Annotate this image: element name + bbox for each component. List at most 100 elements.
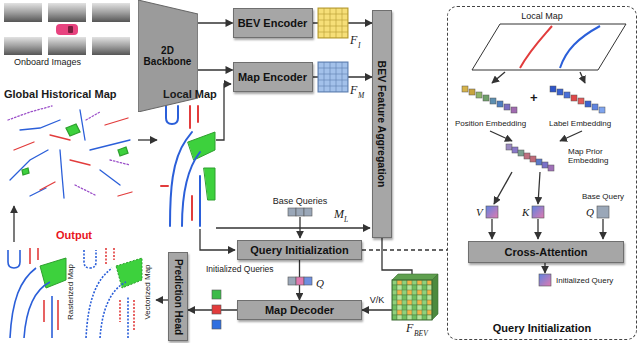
ego-car — [68, 26, 73, 33]
plus-sign: + — [530, 91, 538, 106]
embedding-square — [592, 104, 598, 110]
embedding-square — [524, 153, 530, 159]
feature-grid — [392, 274, 438, 280]
camera-image — [48, 3, 86, 22]
encoder-box: BEV Encoder — [233, 8, 313, 38]
connector — [188, 23, 447, 310]
local-map-drawing — [170, 132, 200, 226]
output-heading: Output — [56, 229, 92, 242]
flow-arrow — [544, 263, 545, 273]
node-text: Map Decoder — [265, 304, 334, 317]
flow-arrow — [13, 206, 14, 242]
embedding-square — [469, 89, 475, 95]
local-map-drawing — [161, 106, 198, 220]
panel-local-map — [472, 24, 626, 70]
query-square — [288, 277, 296, 285]
ego-car — [56, 24, 78, 35]
global-map-drawing — [14, 118, 132, 196]
embedding-square — [512, 147, 518, 153]
node-text: Map Encoder — [238, 71, 307, 84]
query-square — [296, 208, 304, 216]
caption-label: Vectorized Map — [143, 264, 152, 319]
feature-symbol: Q — [586, 206, 594, 219]
query-square — [212, 290, 221, 299]
embedding-square — [564, 92, 570, 98]
caption-label: Base Queries — [273, 196, 328, 206]
camera-image — [92, 3, 130, 22]
embedding-square — [506, 144, 512, 150]
flow-arrow — [216, 84, 231, 140]
camera-image — [4, 37, 42, 55]
embedding-square — [483, 95, 489, 101]
feature-grid — [318, 62, 348, 92]
query-square — [304, 208, 312, 216]
panel-local-map — [472, 24, 626, 70]
camera-image — [48, 37, 86, 55]
global-map-drawing — [22, 124, 128, 175]
flow-arrow — [537, 219, 538, 239]
embedding-square — [548, 165, 554, 171]
caption-label: Base Query — [582, 192, 624, 201]
encoder-box: Map Encoder — [233, 62, 313, 92]
section-heading: Local Map — [163, 88, 217, 101]
camera-image — [4, 3, 42, 22]
embedding-square — [571, 95, 577, 101]
section-heading: Global Historical Map — [4, 88, 116, 101]
flow-arrow — [299, 217, 300, 238]
caption-label: Rasterized Map — [66, 264, 75, 320]
global-map-drawing — [8, 106, 132, 198]
decoder-box: Map Decoder — [237, 300, 362, 320]
feature-symbol: K — [522, 206, 529, 219]
embedding-square — [536, 159, 542, 165]
attention-input-square — [597, 206, 609, 218]
embedding-square — [490, 98, 496, 104]
feature-symbol: F — [350, 84, 357, 98]
panel-local-map — [560, 26, 600, 68]
subscript: M — [358, 92, 364, 101]
edge-label: V/K — [368, 295, 387, 305]
embedding-square — [585, 101, 591, 107]
output-map-drawing — [8, 248, 66, 338]
flow-arrow — [156, 299, 168, 300]
attention-input-square — [539, 274, 551, 286]
embedding-square — [599, 107, 605, 113]
connector — [198, 22, 233, 23]
node-text: BEV Feature Aggregation — [376, 61, 388, 188]
caption-label: Local Map — [521, 11, 563, 21]
feature-symbol: F — [406, 322, 413, 336]
node-text: Query Initialization — [448, 322, 636, 335]
query-init-box: Query Initialization — [237, 240, 362, 260]
query-square — [212, 320, 221, 329]
prediction-head-box: Prediction Head — [168, 252, 188, 341]
embedding-square — [462, 86, 468, 92]
embedding-square — [557, 89, 563, 95]
caption-label: Initialized Queries — [206, 265, 274, 275]
camera-image — [4, 3, 130, 55]
subscript: L — [344, 216, 348, 225]
embedding-square — [550, 86, 556, 92]
camera-image — [92, 37, 130, 55]
query-square — [288, 208, 296, 216]
flow-arrow — [200, 229, 235, 250]
embedding-square — [476, 92, 482, 98]
flow-arrow — [14, 72, 603, 300]
embedding-square — [511, 107, 517, 113]
feature-symbol: V — [476, 206, 483, 219]
connector — [198, 69, 233, 70]
flow-arrow — [492, 72, 505, 83]
subscript: I — [358, 42, 361, 51]
query-square — [296, 277, 304, 285]
flow-arrow — [580, 72, 585, 83]
feature-symbol: F — [350, 34, 357, 48]
node-text: Cross-Attention — [504, 246, 587, 259]
caption-label: Initialized Query — [556, 276, 613, 285]
flow-arrow — [602, 219, 603, 239]
feature-symbol: M — [334, 208, 344, 222]
feature-grid — [392, 280, 432, 320]
embedding-square — [518, 150, 524, 156]
feature-symbol: Q — [316, 277, 324, 290]
node-text: Query Initialization — [250, 244, 348, 257]
caption-label: Map Prior Embedding — [568, 147, 628, 165]
